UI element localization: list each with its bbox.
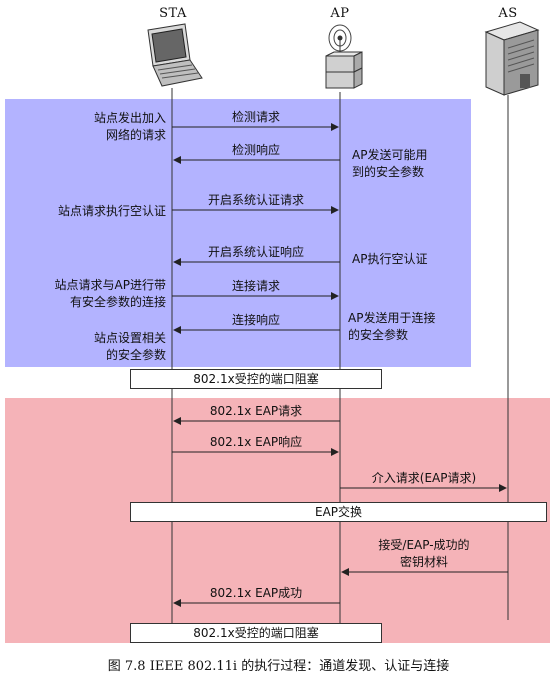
note-ap-send-conn-params: AP发送用于连接 的安全参数 (348, 311, 436, 342)
msg-access-request: 介入请求(EAP请求) (371, 471, 477, 485)
note-accept: 接受/EAP-成功的 密钥材料 (378, 538, 470, 569)
note-ap-null-auth: AP执行空认证 (352, 252, 428, 266)
sta-label: STA (159, 6, 187, 21)
msg-open-auth-response: 开启系统认证响应 (207, 245, 304, 259)
laptop-icon (147, 23, 203, 87)
blocked-port-bar-top: 802.1x受控的端口阻塞 (130, 369, 382, 389)
ap-label: AP (330, 6, 350, 21)
blocked-port-bar-bottom: 802.1x受控的端口阻塞 (130, 623, 382, 643)
msg-open-auth-request: 开启系统认证请求 (207, 193, 304, 207)
discovery-phase-region (5, 99, 471, 367)
figure-caption: 图 7.8 IEEE 802.11i 的执行过程：通道发现、认证与连接 (107, 659, 450, 674)
msg-assoc-response: 连接响应 (231, 313, 280, 327)
access-point-icon (325, 24, 363, 89)
msg-assoc-request: 连接请求 (231, 279, 280, 293)
note-ap-send-params: AP发送可能用 到的安全参数 (352, 148, 428, 179)
msg-probe-request: 检测请求 (231, 110, 280, 124)
note-join-request: 站点发出加入 网络的请求 (93, 111, 166, 142)
note-set-params: 站点设置相关 的安全参数 (93, 331, 166, 362)
eap-exchange-bar: EAP交换 (130, 502, 547, 522)
msg-eap-success: 802.1x EAP成功 (209, 586, 303, 600)
msg-probe-response: 检测响应 (231, 143, 280, 157)
as-label: AS (498, 6, 518, 21)
note-open-auth-request: 站点请求执行空认证 (57, 204, 166, 218)
msg-eap-response: 802.1x EAP响应 (209, 435, 303, 449)
server-icon (484, 21, 540, 96)
note-secure-connect: 站点请求与AP进行带 有安全参数的连接 (54, 278, 166, 309)
msg-eap-request: 802.1x EAP请求 (209, 404, 303, 418)
